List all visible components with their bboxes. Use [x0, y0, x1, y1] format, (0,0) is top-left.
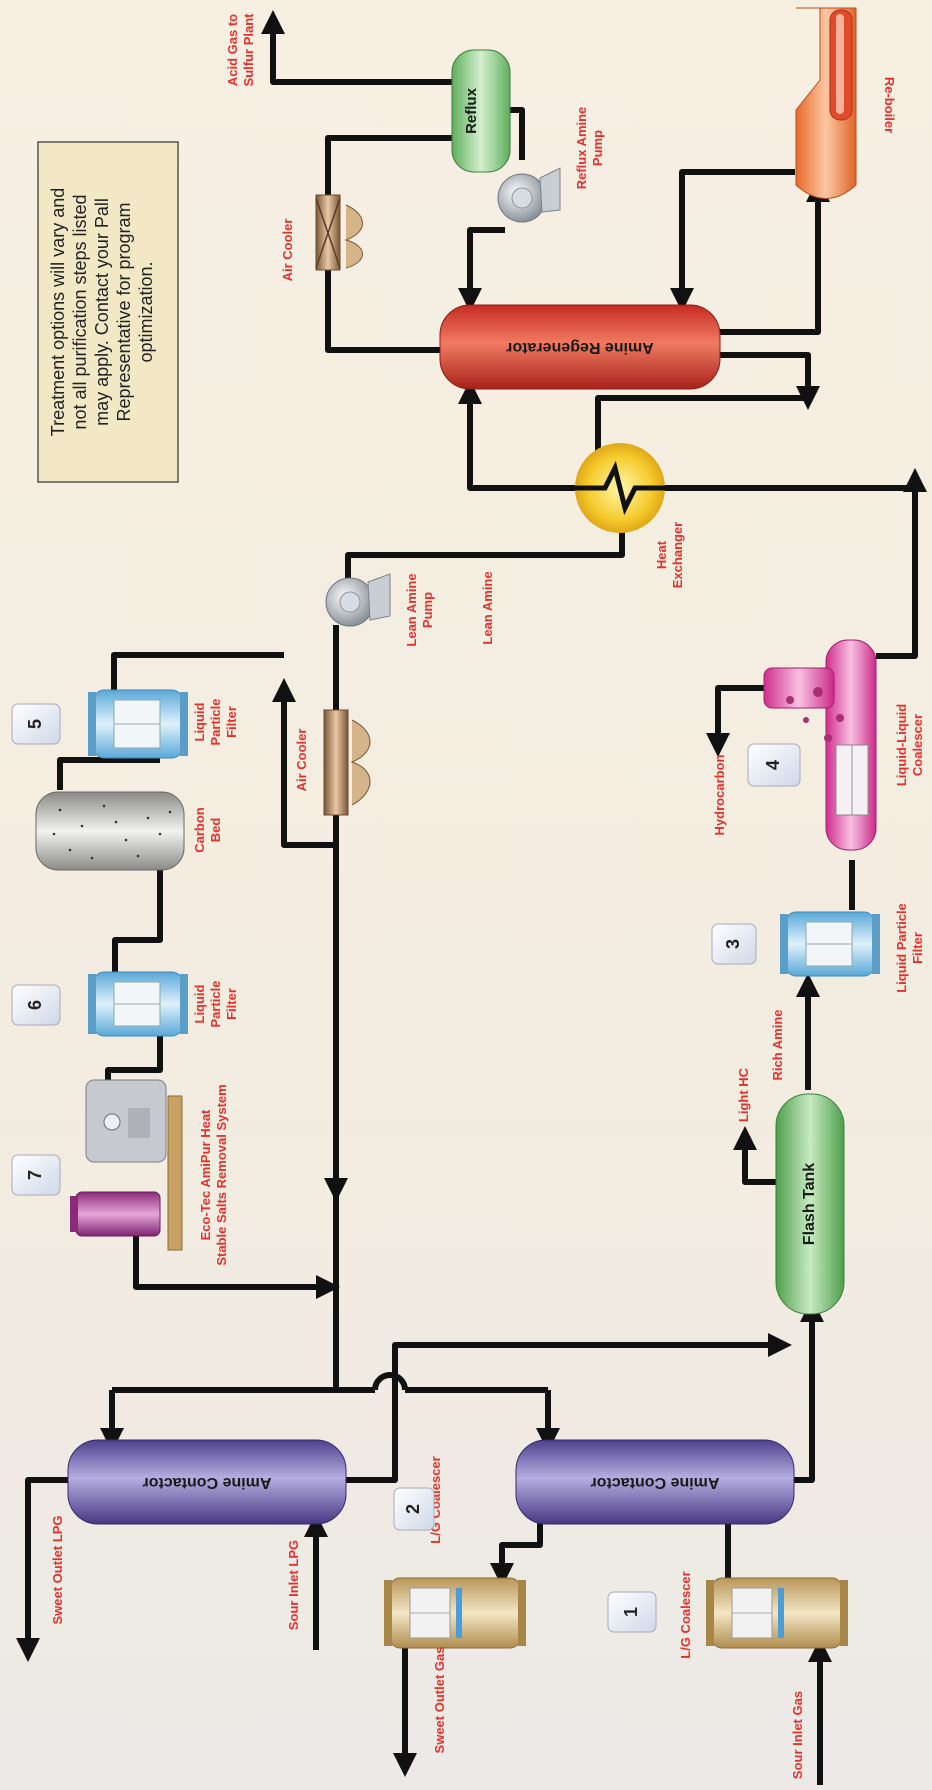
- reflux-pump-icon: [497, 167, 561, 223]
- light-hc-label: Light HC: [736, 1067, 751, 1122]
- flash-tank-label: Flash Tank: [801, 1163, 818, 1245]
- amine-contactor-gas-label: Amine Contactor: [591, 1474, 720, 1491]
- badge-1: 1: [607, 1591, 657, 1633]
- note-line-4: Representative for program: [114, 202, 134, 421]
- air-cooler-mid-label: Air Cooler: [294, 729, 309, 792]
- filter-3-label-2: Filter: [910, 932, 925, 964]
- sweet-outlet-lpg-label: Sweet Outlet LPG: [50, 1515, 65, 1624]
- note-line-1: Treatment options will vary and: [48, 188, 68, 436]
- sour-inlet-gas-label: Sour Inlet Gas: [790, 1691, 805, 1779]
- heat-exchanger-label-2: Exchanger: [670, 522, 685, 588]
- flash-tank: Flash Tank: [775, 1093, 845, 1315]
- filter-3-label-1: Liquid Particle: [894, 903, 909, 993]
- air-cooler-top-icon: [315, 194, 363, 271]
- reflux-drum: Reflux: [451, 49, 511, 173]
- badge-7: 7: [11, 1154, 61, 1196]
- amine-contactor-lpg: Amine Contactor: [67, 1439, 347, 1525]
- acid-gas-label-1: Acid Gas to: [225, 14, 240, 86]
- reflux-pump-label-2: Pump: [590, 130, 605, 166]
- note-line-3: may apply. Contact your Pall: [92, 198, 112, 426]
- filter-5-label-2: Particle: [208, 699, 223, 746]
- badge-6-number: 6: [25, 1000, 45, 1010]
- badge-2-number: 2: [403, 1504, 423, 1514]
- treatment-note: Treatment options will vary and not all …: [37, 141, 179, 483]
- reflux-label: Reflux: [463, 87, 480, 134]
- sweet-outlet-gas-label: Sweet Outlet Gas: [432, 1647, 447, 1754]
- carbon-bed: [35, 791, 185, 871]
- pipe-network: [15, 9, 927, 1785]
- liquid-particle-filter-5: [88, 689, 188, 759]
- amine-regenerator-label: Amine Regenerator: [506, 339, 654, 356]
- liquid-particle-filter-6: [88, 971, 188, 1037]
- rich-amine-label: Rich Amine: [770, 1009, 785, 1080]
- lean-amine-label: Lean Amine: [480, 571, 495, 644]
- lean-amine-pump-label-1: Lean Amine: [404, 573, 419, 646]
- badge-3-number: 3: [723, 939, 743, 949]
- badge-4-number: 4: [763, 760, 783, 770]
- lean-amine-pump-icon: [325, 573, 391, 627]
- reboiler: [795, 7, 857, 199]
- badge-5-number: 5: [25, 719, 45, 729]
- note-line-2: not all purification steps listed: [70, 194, 90, 429]
- note-line-5: optimization.: [136, 261, 156, 362]
- eco-tec-system: [70, 1079, 183, 1251]
- ll-coalescer-label-2: Coalescer: [910, 714, 925, 776]
- lg-coalescer-1-label: L/G Coalescer: [678, 1571, 693, 1658]
- liquid-liquid-coalescer: [763, 639, 877, 851]
- reboiler-label: Re-boiler: [882, 77, 897, 133]
- amine-contactor-lpg-label: Amine Contactor: [143, 1474, 272, 1491]
- heat-exchanger-icon: [575, 443, 665, 533]
- heat-exchanger-label-1: Heat: [654, 540, 669, 569]
- air-cooler-mid-icon: [323, 709, 371, 816]
- filter-6-label-1: Liquid: [192, 984, 207, 1023]
- badge-4: 4: [747, 743, 801, 787]
- badge-6: 6: [11, 984, 61, 1026]
- badge-5: 5: [11, 703, 61, 745]
- carbon-bed-label-1: Carbon: [192, 807, 207, 853]
- eco-tec-label-1: Eco-Tec AmiPur Heat: [198, 1109, 213, 1240]
- reflux-pump-label-1: Reflux Amine: [574, 107, 589, 190]
- amine-regenerator: Amine Regenerator: [439, 304, 721, 390]
- lg-coalescer-1: [706, 1577, 848, 1649]
- filter-6-label-2: Particle: [208, 981, 223, 1028]
- lean-amine-pump-label-2: Pump: [420, 592, 435, 628]
- badge-1-number: 1: [621, 1607, 641, 1617]
- badge-7-number: 7: [25, 1170, 45, 1180]
- eco-tec-label-2: Stable Salts Removal System: [214, 1084, 229, 1265]
- filter-5-label-3: Filter: [224, 706, 239, 738]
- amine-contactor-gas: Amine Contactor: [515, 1439, 795, 1525]
- carbon-bed-label-2: Bed: [208, 818, 223, 843]
- filter-5-label-1: Liquid: [192, 702, 207, 741]
- lg-coalescer-2: [384, 1577, 526, 1649]
- air-cooler-top-label: Air Cooler: [280, 219, 295, 282]
- acid-gas-label-2: Sulfur Plant: [241, 13, 256, 87]
- hydrocarbon-label: Hydrocarbon: [712, 754, 727, 835]
- ll-coalescer-label-1: Liquid-Liquid: [894, 704, 909, 786]
- filter-6-label-3: Filter: [224, 988, 239, 1020]
- badge-3: 3: [711, 923, 757, 965]
- badge-2: 2: [393, 1487, 435, 1531]
- sour-inlet-lpg-label: Sour Inlet LPG: [286, 1540, 301, 1630]
- liquid-particle-filter-3: [780, 911, 880, 977]
